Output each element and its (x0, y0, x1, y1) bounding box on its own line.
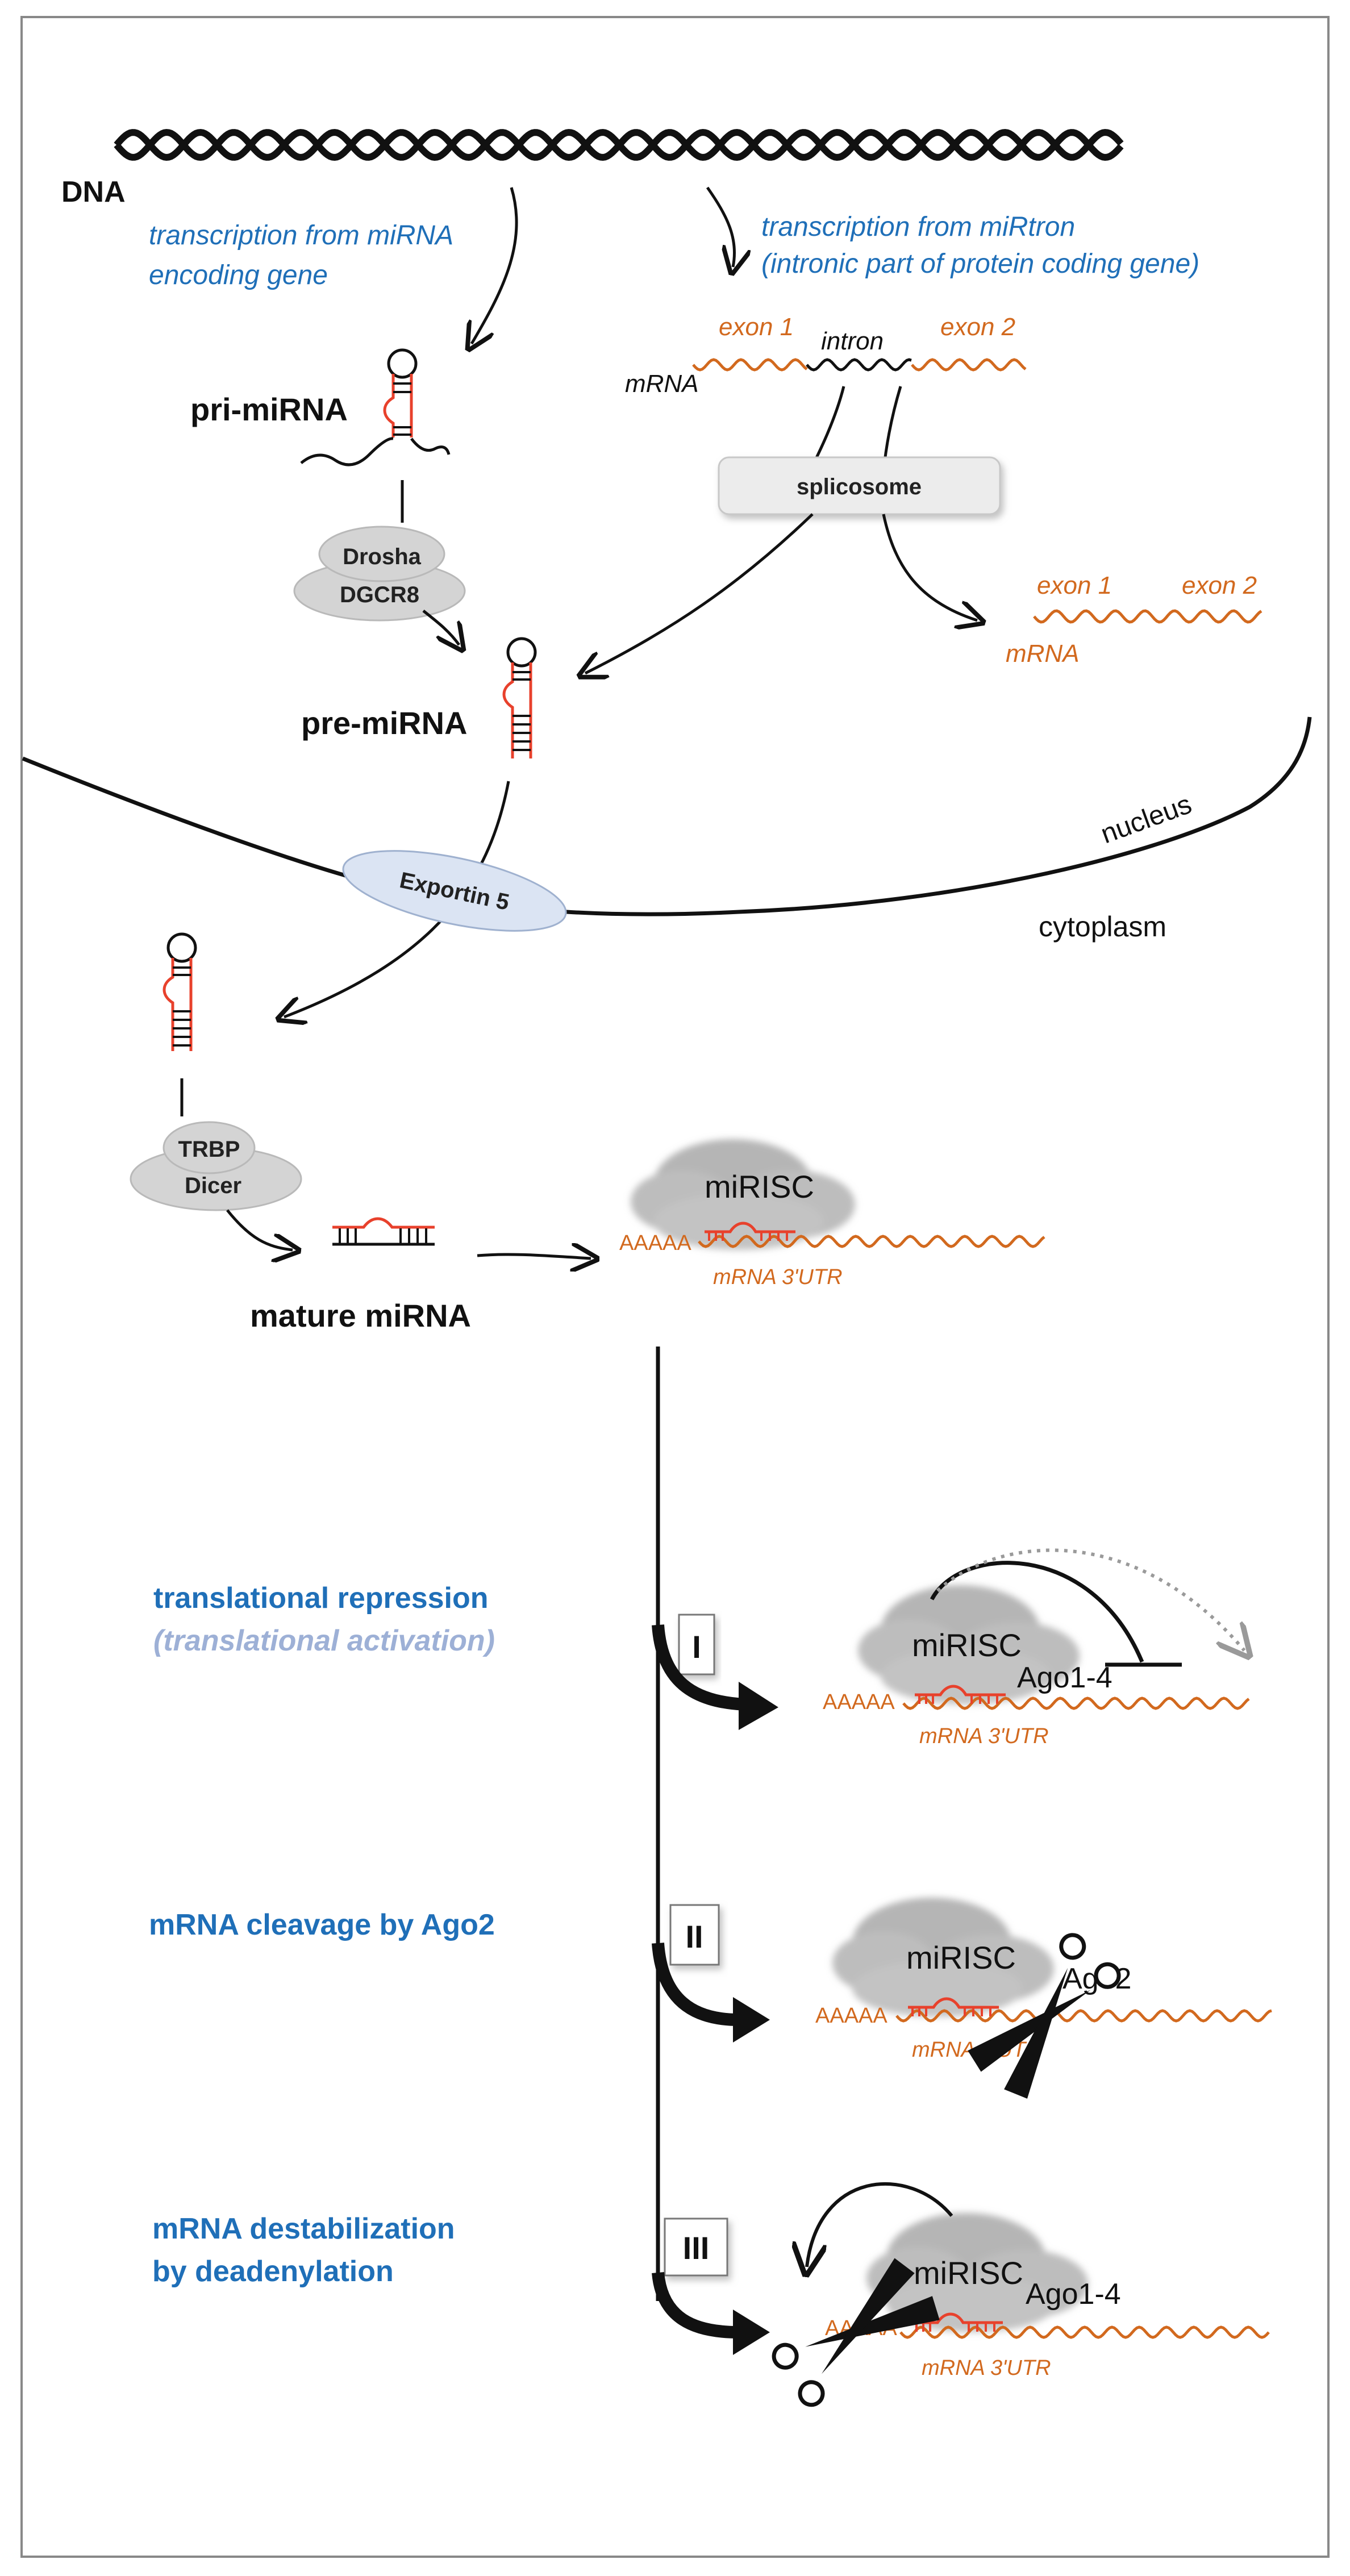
spliced-exon2-label: exon 2 (1182, 572, 1257, 599)
deadenylation-arc-arrow (807, 2182, 953, 2267)
mrna-3utr-label-3: mRNA 3'UTR (922, 2356, 1051, 2380)
dna-double-helix (114, 128, 1124, 161)
pathway-1-numeral-box (678, 1614, 715, 1675)
dicer-label: Dicer (185, 1173, 241, 1198)
mirisc-label-3: miRISC (914, 2255, 1023, 2291)
mirna-binding-site-3 (912, 2312, 1003, 2332)
mirisc-complex-2 (832, 1898, 1054, 2017)
pathway-1-label: translational repression (153, 1582, 489, 1615)
pathway-1-sublabel: (translational activation) (153, 1624, 495, 1657)
polya-label-top: AAAAA (619, 1231, 691, 1255)
exportin-5 (342, 850, 567, 932)
arrow-splicosome-to-pre-mirna (585, 513, 814, 673)
repression-arc (930, 1561, 1144, 1663)
arrow-drosha-to-pre-mirna (422, 610, 459, 645)
arrow-dna-to-pri-mirna (472, 187, 518, 344)
pri-mirna-label: pri-miRNA (190, 391, 348, 427)
scissors-icon-deadenylation (772, 2258, 940, 2407)
trbp-label: TRBP (178, 1137, 240, 1162)
pathway-3-sublabel: by deadenylation (152, 2255, 394, 2288)
arrow-dicer-to-mature (226, 1209, 293, 1250)
cytoplasmic-pre-mirna-hairpin (163, 932, 197, 1051)
mirna-binding-site-top (705, 1222, 795, 1241)
spliced-mrna-strand (1033, 609, 1262, 624)
mature-mirna-label: mature miRNA (250, 1298, 471, 1333)
pri-mirna-hairpin (300, 348, 451, 466)
pathway-3-label: mRNA destabilization (152, 2212, 455, 2245)
transcription-mirtron-text-1: transcription from miRtron (761, 212, 1075, 242)
pre-mirna-label: pre-miRNA (301, 705, 467, 741)
drosha-dgcr8-complex (293, 526, 466, 622)
mrna-3utr-label-top: mRNA 3'UTR (713, 1265, 843, 1289)
spliced-mrna-label: mRNA (1006, 640, 1080, 668)
figure-frame (20, 16, 1330, 2558)
pathway-3-branch-arrow (652, 2271, 739, 2339)
mirna-binding-site-1 (915, 1685, 1006, 1704)
splicosome-box (718, 456, 1001, 515)
pre-mirna-hairpin (502, 637, 537, 758)
mrna-label: mRNA (625, 370, 699, 398)
polya-label-2: AAAAA (815, 2004, 888, 2028)
exon2-label: exon 2 (940, 313, 1015, 341)
mirisc-complex-top (631, 1139, 855, 1250)
mirisc-label-1: miRISC (912, 1627, 1022, 1663)
pathway-2-arrowhead (733, 1997, 770, 2043)
arrow-splicosome-to-mrna (882, 514, 977, 620)
nuclear-membrane (22, 716, 1312, 916)
mirna-strand (908, 1997, 999, 2009)
pathway-2-label: mRNA cleavage by Ago2 (149, 1908, 495, 1941)
arrow-dna-to-mirtron (706, 186, 735, 267)
transcription-mirtron-text-2: (intronic part of protein coding gene) (761, 249, 1199, 279)
pathway-2-numeral-box (669, 1904, 720, 1966)
mirna-binding-site-2 (908, 1997, 999, 2016)
dna-label: DNA (61, 176, 126, 209)
mature-mirna-duplex (332, 1217, 435, 1246)
mirisc-label-top: miRISC (705, 1169, 814, 1204)
pathway-1-arrowhead (739, 1682, 778, 1730)
mrna-3utr-strand-3 (899, 2325, 1270, 2339)
mirna-strand (705, 1222, 795, 1233)
ago-label-1: Ago1-4 (1017, 1661, 1112, 1694)
mrna-3utr-strand-1 (902, 1697, 1250, 1710)
drosha-label: Drosha (343, 544, 422, 569)
pathway-2-numeral: II (685, 1919, 703, 1954)
mirisc-complex-1 (858, 1585, 1080, 1704)
pathway-3-arrowhead (733, 2310, 770, 2355)
spliced-exon1-label: exon 1 (1037, 572, 1112, 599)
mirna-strand (912, 2312, 1003, 2324)
dgcr8-label: DGCR8 (340, 582, 419, 607)
mirisc-label-2: miRISC (906, 1940, 1016, 1975)
activation-dotted-arrow (936, 1548, 1244, 1650)
mrna-3utr-label-1: mRNA 3'UTR (919, 1724, 1049, 1748)
mirisc-complex-3 (866, 2213, 1088, 2332)
pathway-2-branch-arrow (652, 1943, 739, 2026)
mrna-3utr-strand-top (698, 1235, 1045, 1248)
intron-label: intron (821, 327, 884, 355)
pathway-1-numeral: I (692, 1629, 701, 1665)
mirna-strand (915, 1685, 1006, 1697)
trbp-dicer-complex (130, 1121, 302, 1211)
exon1-label: exon 1 (719, 313, 794, 341)
splicosome-label: splicosome (797, 474, 922, 499)
transcription-mirna-text-1: transcription from miRNA (149, 220, 453, 251)
mrna-3utr-strand-2 (895, 2009, 1272, 2023)
scissors-icon (968, 1933, 1121, 2099)
mirtron-mrna-strand (692, 358, 1027, 372)
polya-label-1: AAAAA (823, 1690, 895, 1714)
ago-label-3: Ago1-4 (1026, 2278, 1121, 2311)
arrow-mature-to-mirisc (477, 1254, 591, 1258)
transcription-mirna-text-2: encoding gene (149, 260, 328, 290)
pathway-3-numeral: III (683, 2230, 710, 2266)
cytoplasm-label: cytoplasm (1039, 911, 1166, 943)
pathway-1-branch-arrow (652, 1624, 745, 1711)
pathway-3-numeral-box (664, 2217, 728, 2277)
